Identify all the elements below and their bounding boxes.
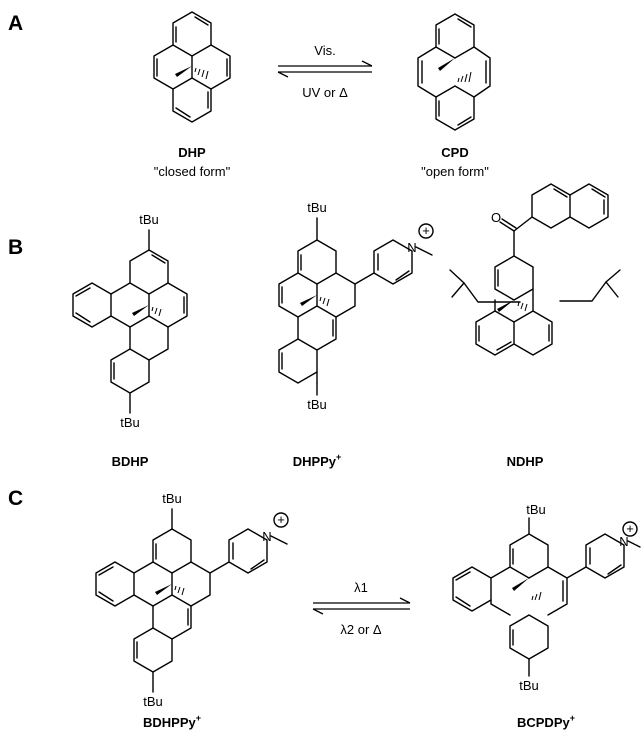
bcpdpy-nitrogen: N: [619, 534, 628, 549]
cpd-name: CPD: [441, 145, 468, 160]
ndhp-hash: [517, 301, 528, 312]
dhppy-name-superscript: +: [336, 452, 341, 462]
bdhp-structure: [72, 229, 188, 414]
bdhp-hash: [151, 306, 162, 317]
dhppy-hash: [319, 296, 330, 307]
panel-label-a: A: [8, 12, 23, 35]
bdhppy-structure: [95, 508, 289, 693]
cpd-wedge: [438, 58, 455, 71]
forward-condition-c: λ1: [354, 580, 368, 595]
forward-condition-a: Vis.: [314, 43, 335, 58]
ndhp-oxygen: O: [491, 210, 501, 225]
ndhp-structure: [449, 183, 621, 356]
dhppy-charge: +: [422, 223, 430, 238]
dhppy-nitrogen: N: [407, 240, 416, 255]
panel-label-c: C: [8, 487, 23, 510]
reverse-condition-a: UV or Δ: [302, 85, 348, 100]
bdhppy-tbu-top: tBu: [162, 491, 182, 506]
dhp-hash: [194, 67, 209, 80]
bcpdpy-charge: +: [626, 521, 634, 536]
dhp-subtitle: "closed form": [154, 164, 231, 179]
bcpdpy-name-base: BCPDPy: [517, 715, 571, 730]
bcpdpy-tbu-top: tBu: [526, 502, 546, 517]
bdhppy-name: BDHPPy+: [143, 713, 201, 730]
bdhppy-name-base: BDHPPy: [143, 715, 197, 730]
panel-label-b: B: [8, 236, 23, 259]
bdhppy-name-superscript: +: [196, 713, 201, 723]
reverse-condition-c: λ2 or Δ: [340, 622, 382, 637]
dhppy-tbu-top: tBu: [307, 200, 327, 215]
ndhp-wedge: [497, 300, 514, 312]
bcpdpy-name-superscript: +: [570, 713, 575, 723]
bcpdpy-structure: [452, 517, 641, 677]
bcpdpy-name: BCPDPy+: [517, 713, 575, 730]
equilibrium-arrows-c: [312, 597, 411, 615]
bdhppy-hash: [174, 585, 185, 596]
bcpdpy-tbu-bottom: tBu: [519, 678, 539, 693]
bdhp-wedge: [132, 305, 149, 316]
dhp-wedge: [175, 66, 192, 77]
bdhp-name: BDHP: [112, 454, 149, 469]
cpd-structure: [417, 13, 491, 131]
equilibrium-arrows-a: [277, 60, 373, 78]
dhppy-tbu-bottom: tBu: [307, 397, 327, 412]
bdhp-tbu-bottom: tBu: [120, 415, 140, 430]
dhppy-wedge: [300, 295, 317, 306]
bdhp-tbu-top: tBu: [139, 212, 159, 227]
bdhppy-nitrogen: N: [262, 529, 271, 544]
dhp-structure: [153, 11, 231, 123]
ndhp-name: NDHP: [507, 454, 544, 469]
dhppy-name-base: DHPPy: [293, 454, 337, 469]
dhppy-name: DHPPy+: [293, 452, 342, 469]
bdhppy-wedge: [155, 584, 172, 595]
bdhppy-tbu-bottom: tBu: [143, 694, 163, 709]
bcpdpy-wedge: [512, 578, 529, 591]
bdhppy-charge: +: [277, 512, 285, 527]
dhp-name: DHP: [178, 145, 206, 160]
bcpdpy-hash: [531, 591, 542, 601]
cpd-subtitle: "open form": [421, 164, 489, 179]
dhppy-structure: [278, 217, 434, 396]
cpd-hash: [457, 71, 472, 83]
